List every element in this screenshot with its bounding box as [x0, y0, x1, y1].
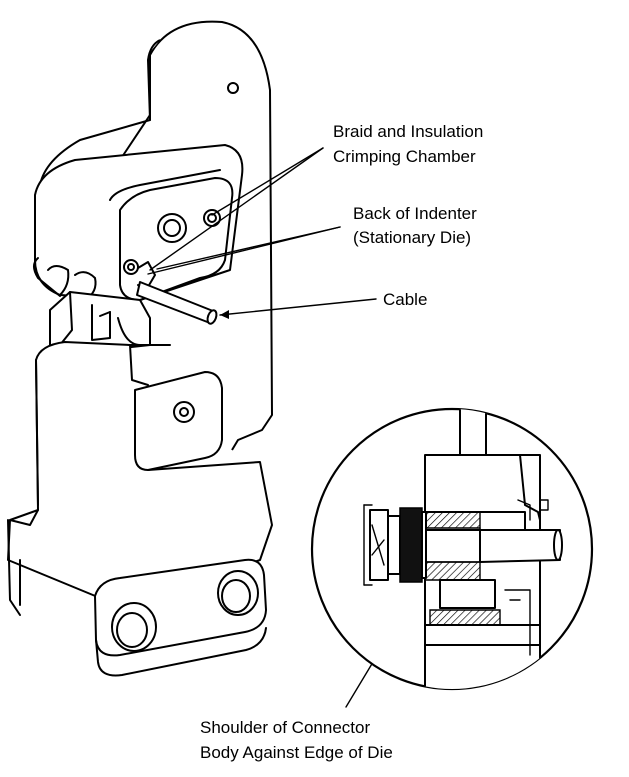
screw-icon — [123, 259, 139, 275]
connector — [363, 504, 427, 586]
cable — [136, 281, 218, 325]
pivot-screw-icon — [173, 401, 195, 423]
knob-icon — [217, 570, 259, 616]
crimp-tool — [7, 20, 273, 677]
knob-icon — [111, 602, 157, 652]
rear-plate-hole — [227, 82, 239, 94]
detail-view — [310, 407, 594, 691]
label-cable: Cable — [383, 290, 427, 309]
label-shoulder-line2: Body Against Edge of Die — [200, 743, 393, 762]
label-indenter-line2: (Stationary Die) — [353, 228, 471, 247]
screw-icon — [157, 213, 187, 243]
label-shoulder-line1: Shoulder of Connector — [200, 718, 370, 737]
label-braid-line1: Braid and Insulation — [333, 122, 483, 141]
label-braid-line2: Crimping Chamber — [333, 147, 476, 166]
upper-arm — [39, 39, 161, 186]
labels: Braid and Insulation Crimping Chamber Ba… — [200, 122, 483, 762]
label-indenter-line1: Back of Indenter — [353, 204, 477, 223]
